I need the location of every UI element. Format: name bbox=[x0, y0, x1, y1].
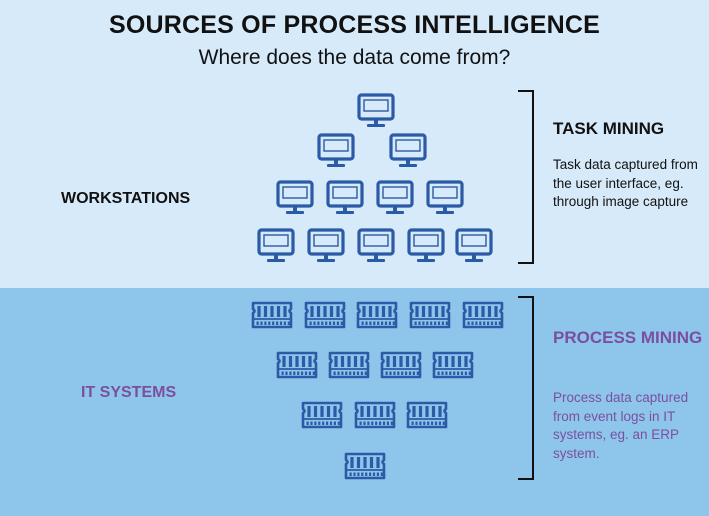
server-icon bbox=[432, 351, 474, 379]
task-mining-description: Task data captured from the user interfa… bbox=[553, 157, 698, 209]
monitor-icon bbox=[357, 228, 395, 262]
monitor-icon bbox=[317, 133, 355, 167]
server-icon bbox=[276, 351, 318, 379]
page-subtitle: Where does the data come from? bbox=[198, 46, 511, 69]
monitor-icon bbox=[407, 228, 445, 262]
monitor-icon bbox=[307, 228, 345, 262]
monitor-icon bbox=[426, 180, 464, 214]
task-mining-bracket bbox=[518, 90, 534, 264]
process-mining-bracket bbox=[518, 296, 534, 480]
monitor-icon bbox=[357, 93, 395, 127]
server-icon bbox=[354, 401, 396, 429]
server-icon bbox=[380, 351, 422, 379]
monitor-icon bbox=[257, 228, 295, 262]
it-systems-label: IT SYSTEMS bbox=[81, 384, 177, 401]
page-title: SOURCES OF PROCESS INTELLIGENCE bbox=[109, 11, 600, 39]
process-mining-description: Process data captured from event logs in… bbox=[553, 390, 689, 461]
server-icon bbox=[462, 301, 504, 329]
monitor-icon bbox=[276, 180, 314, 214]
monitor-icon bbox=[455, 228, 493, 262]
monitor-icon bbox=[376, 180, 414, 214]
server-icon bbox=[328, 351, 370, 379]
server-icon bbox=[406, 401, 448, 429]
server-icon bbox=[304, 301, 346, 329]
process-mining-title: PROCESS MINING bbox=[553, 328, 703, 347]
monitor-icon bbox=[389, 133, 427, 167]
server-icon bbox=[344, 452, 386, 480]
task-mining-title: TASK MINING bbox=[553, 119, 665, 138]
server-icon bbox=[251, 301, 293, 329]
monitor-icon bbox=[326, 180, 364, 214]
workstations-label: WORKSTATIONS bbox=[61, 190, 191, 207]
server-icon bbox=[301, 401, 343, 429]
server-icon bbox=[356, 301, 398, 329]
server-icon bbox=[409, 301, 451, 329]
